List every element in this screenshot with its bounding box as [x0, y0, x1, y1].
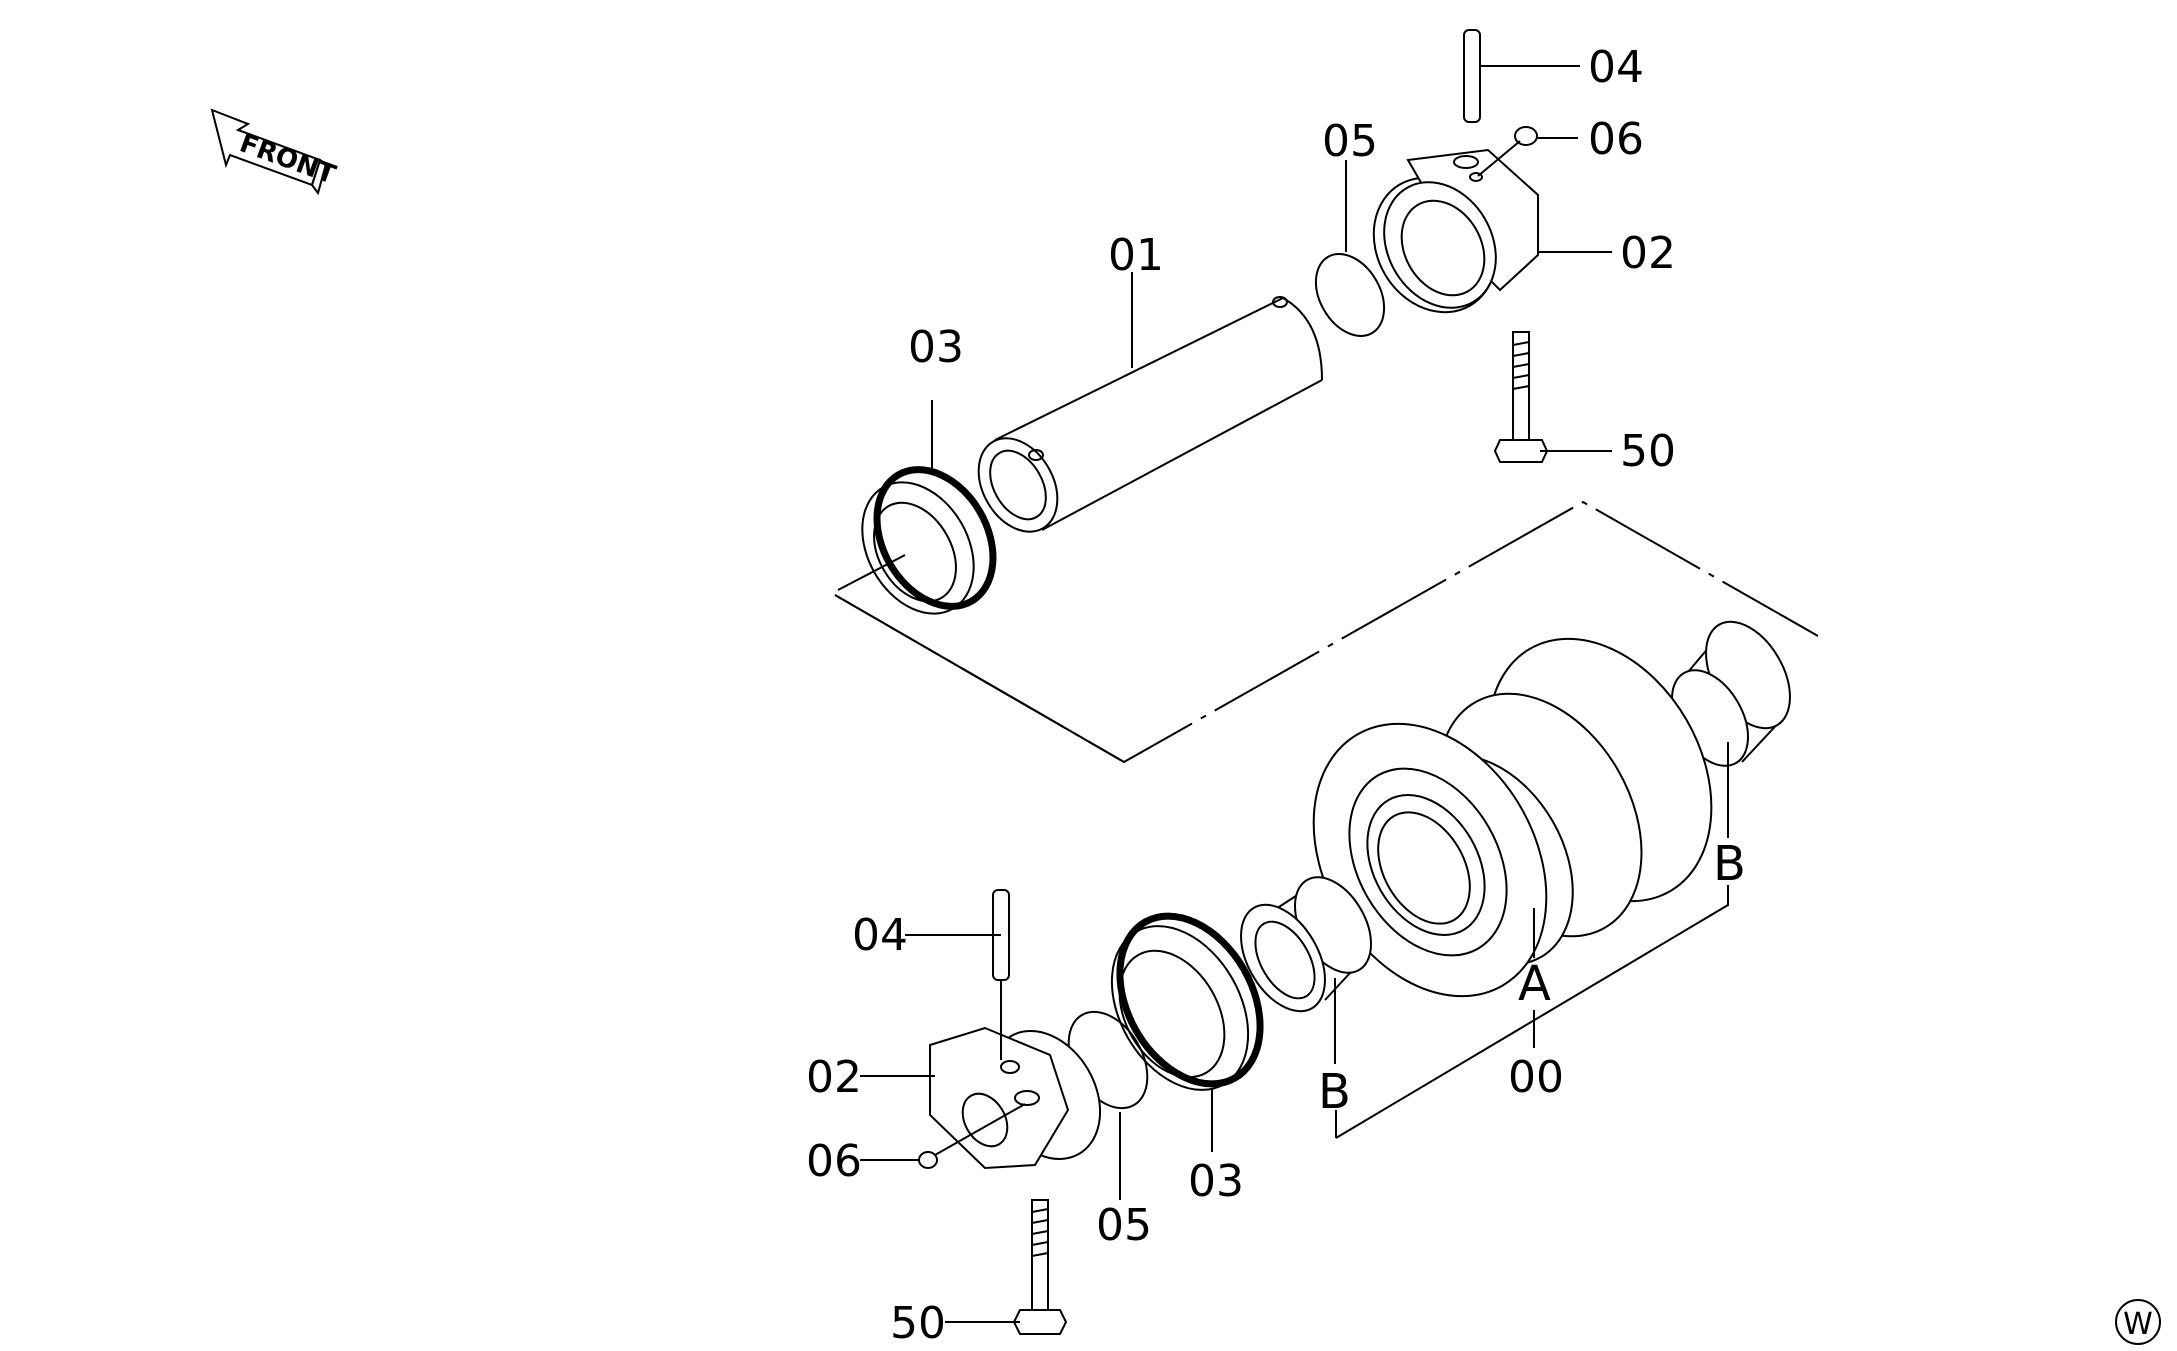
callout-bushing-left: B: [1318, 1064, 1351, 1120]
callout-collar-lower: 02: [806, 1052, 862, 1103]
callout-seal-upper: 03: [908, 322, 964, 373]
callout-o-ring-lower: 05: [1096, 1200, 1152, 1251]
callout-pin-upper: 04: [1588, 42, 1644, 93]
bolt: [1493, 331, 1549, 463]
callout-roller-assembly: 00: [1508, 1052, 1564, 1103]
bolt: [1012, 1199, 1068, 1335]
floating-seal: [1110, 912, 1264, 1091]
front-arrow-icon: FRONT: [210, 108, 340, 196]
callout-bolt-upper: 50: [1620, 426, 1676, 477]
set-screw: [1514, 126, 1538, 146]
callout-seal-lower: 03: [1188, 1156, 1244, 1207]
corner-mark-icon: W: [2115, 1299, 2161, 1345]
o-ring: [1314, 253, 1386, 337]
leader-lines: [860, 65, 1729, 1323]
assembly-boundary-edge: [834, 594, 1125, 763]
set-screw: [918, 1151, 938, 1169]
callout-o-ring-upper: 05: [1322, 116, 1378, 167]
callout-set-screw-lower: 06: [806, 1136, 862, 1187]
collar: [1372, 148, 1539, 314]
bushing: [1240, 876, 1372, 1013]
corner-mark-label: W: [2123, 1307, 2153, 1342]
callout-bushing-right: B: [1713, 836, 1746, 892]
front-label: FRONT: [236, 128, 340, 190]
callout-roller-body: A: [1518, 956, 1551, 1012]
callout-pin-lower: 04: [852, 910, 908, 961]
shaft: [977, 296, 1323, 533]
collar: [929, 1026, 1102, 1170]
callout-set-screw-upper: 06: [1588, 114, 1644, 165]
callout-collar-upper: 02: [1620, 228, 1676, 279]
spring-pin: [1463, 29, 1481, 123]
callout-bolt-lower: 50: [890, 1298, 946, 1349]
floating-seal: [837, 466, 997, 615]
callout-shaft: 01: [1108, 230, 1164, 281]
track-roller: [1312, 637, 1713, 998]
